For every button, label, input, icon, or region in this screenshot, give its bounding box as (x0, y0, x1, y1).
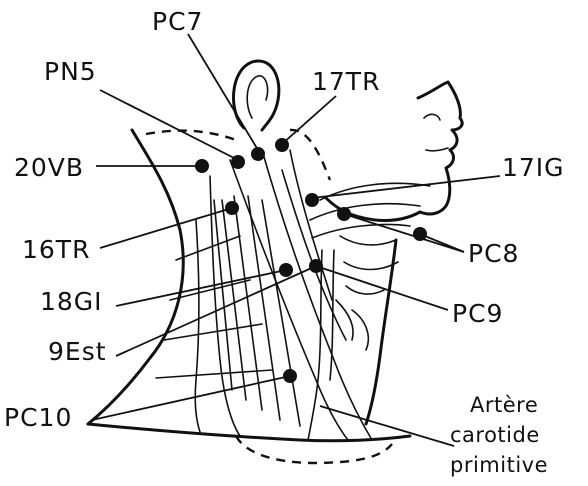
label-20vb: 20VB (14, 153, 84, 182)
label-pc7: PC7 (152, 7, 203, 36)
vein-branches (336, 300, 368, 350)
label-16tr: 16TR (22, 235, 90, 264)
point-17ig (305, 193, 319, 207)
point-16tr (225, 201, 239, 215)
label-pc8: PC8 (468, 239, 519, 268)
caption-line-2: carotide (450, 423, 540, 447)
shoulder-line (88, 424, 410, 441)
point-pc8 (337, 207, 351, 221)
label-pc9: PC9 (452, 299, 503, 328)
skull-dashed-outline (146, 130, 330, 180)
leader-pn5 (100, 90, 238, 160)
label-17tr: 17TR (312, 67, 380, 96)
caption-line-3: primitive (450, 453, 548, 477)
point-18gi (279, 263, 293, 277)
point-17tr (275, 138, 289, 152)
leader-17ig (312, 176, 500, 198)
point-pc8-jaw (413, 227, 427, 241)
label-18gi: 18GI (40, 287, 103, 316)
point-pc9 (309, 259, 323, 273)
mouth (426, 148, 448, 151)
leader-pc9 (316, 266, 448, 310)
eye (424, 114, 440, 120)
label-pc10: PC10 (4, 403, 72, 432)
face-profile (418, 82, 462, 214)
leader-pc8-b (420, 234, 464, 252)
label-17ig: 17IG (502, 153, 565, 182)
caption-line-1: Artère (470, 393, 538, 417)
point-pn5 (231, 155, 245, 169)
ear-inner (247, 76, 267, 118)
label-9est: 9Est (48, 337, 107, 366)
point-pc10 (283, 369, 297, 383)
neck-back (88, 130, 183, 424)
muscle-hatching (156, 196, 300, 426)
point-pc7 (251, 147, 265, 161)
leader-17tr (282, 96, 336, 144)
point-20vb (195, 159, 209, 173)
label-pn5: PN5 (44, 57, 97, 86)
